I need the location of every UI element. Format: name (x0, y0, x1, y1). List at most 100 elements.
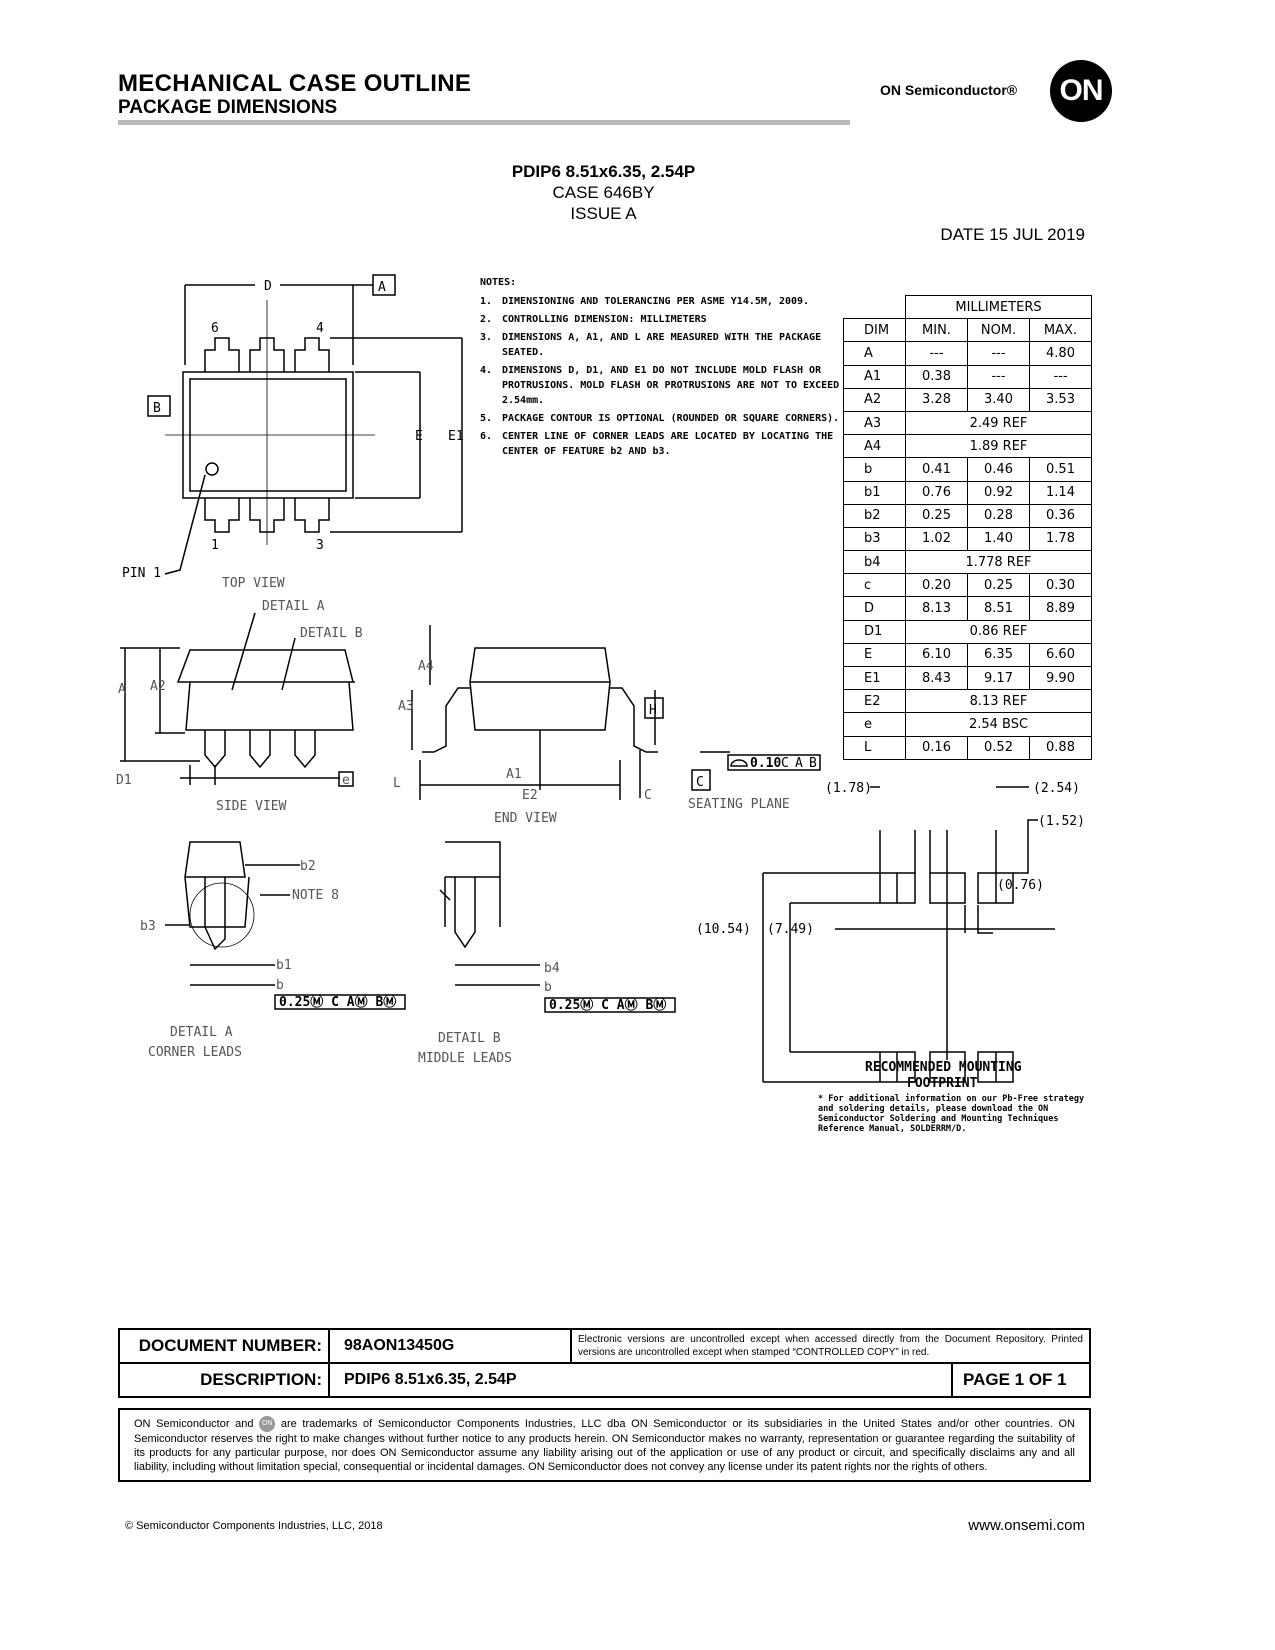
dim-e2: E2 (522, 788, 538, 803)
dim-value: 8.43 (905, 665, 968, 691)
dim-value: 0.16 (905, 735, 968, 760)
detail-b-subtitle: MIDDLE LEADS (418, 1051, 512, 1066)
unit-header: MILLIMETERS (905, 294, 1092, 320)
dim-value: 1.40 (967, 526, 1030, 552)
dim-value: 0.20 (905, 573, 968, 598)
dim-value: 0.76 (905, 480, 968, 505)
detail-b-callout: DETAIL B (300, 626, 363, 641)
dim-name: A4 (843, 434, 906, 459)
dim-name: c (843, 573, 906, 598)
dim-name: A (843, 341, 906, 366)
dim-value: 6.35 (967, 642, 1030, 668)
dim-value: 1.14 (1029, 480, 1092, 505)
dim-value: 0.51 (1029, 457, 1092, 482)
note-text: CENTER LINE OF CORNER LEADS ARE LOCATED … (502, 431, 834, 457)
top-view-title: TOP VIEW (222, 576, 285, 591)
note-number: 5. (480, 413, 493, 424)
brand-name: ON Semiconductor® (880, 82, 1018, 98)
dim-a-side: A (118, 682, 126, 697)
note-text: DIMENSIONS A, A1, AND L ARE MEASURED WIT… (502, 332, 822, 358)
description-label: DESCRIPTION: (120, 1364, 330, 1398)
note-item: 2.CONTROLLING DIMENSION: MILLIMETERS (480, 312, 840, 327)
fp-outer-span: (10.54) (696, 922, 751, 937)
dim-name: b2 (843, 503, 906, 528)
doc-number-label: DOCUMENT NUMBER: (120, 1330, 330, 1362)
pin-1-callout: PIN 1 (122, 566, 161, 581)
datum-b: B (153, 401, 161, 416)
website-link[interactable]: www.onsemi.com (968, 1517, 1085, 1534)
note-text: PACKAGE CONTOUR IS OPTIONAL (ROUNDED OR … (502, 413, 840, 424)
dim-value: 1.02 (905, 526, 968, 552)
fp-title: RECOMMENDED MOUNTING (865, 1060, 1022, 1075)
dim-value: 3.28 (905, 387, 968, 412)
note-item: 1. DIMENSIONING AND TOLERANCING PER ASME … (480, 294, 840, 309)
table-header-row: MILLIMETERS (843, 294, 1092, 320)
dim-name: b1 (843, 480, 906, 505)
detail-a-subtitle: CORNER LEADS (148, 1045, 242, 1060)
dim-b: b (276, 978, 284, 993)
end-view: A4 A3 H L A1 E2 C C SEATING PLANE END VI… (393, 625, 821, 826)
issue: ISSUE A (570, 204, 637, 223)
dim-value: 0.38 (905, 364, 968, 389)
legal-text-b: are trademarks of Semiconductor Componen… (134, 1417, 1075, 1473)
fp-pad-width: (1.52) (1038, 814, 1085, 829)
dim-c: C (644, 788, 652, 803)
note-item: 4.DIMENSIONS D, D1, AND E1 DO NOT INCLUD… (480, 363, 840, 408)
dim-value: --- (1029, 364, 1092, 389)
note-item: 6.CENTER LINE OF CORNER LEADS ARE LOCATE… (480, 429, 840, 459)
dim-value: 0.30 (1029, 573, 1092, 598)
dim-a3: A3 (398, 699, 414, 714)
disclaimer: Electronic versions are uncontrolled exc… (570, 1330, 1089, 1362)
dim-name: D1 (843, 619, 906, 644)
dim-l: L (393, 776, 401, 791)
dim-value: --- (967, 341, 1030, 366)
detail-a: b2 NOTE 8 b3 b1 b 0.25Ⓜ C AⓂ BⓂ DETAIL A… (140, 841, 406, 1060)
dim-name: A3 (843, 410, 906, 436)
dim-ref-value: 1.89 REF (905, 434, 1092, 459)
fp-pitch: (2.54) (1033, 781, 1080, 796)
dim-e1: E1 (448, 429, 464, 444)
dim-name: b3 (843, 526, 906, 552)
fp-inner-span: (7.49) (767, 922, 814, 937)
dim-a4: A4 (418, 659, 434, 674)
dim-value: 0.25 (967, 573, 1030, 598)
note-item: 3. DIMENSIONS A, A1, AND L ARE MEASURED W… (480, 330, 840, 360)
note-item: 5. PACKAGE CONTOUR IS OPTIONAL (ROUNDED O… (480, 411, 840, 426)
on-mini-logo: ON (259, 1416, 276, 1432)
dim-value: --- (905, 341, 968, 366)
dim-value: 0.46 (967, 457, 1030, 482)
note-text: DIMENSIONING AND TOLERANCING PER ASME Y1… (502, 296, 810, 307)
note-number: 1. (480, 296, 493, 307)
column-header: MAX. (1029, 318, 1092, 343)
description: PDIP6 8.51x6.35, 2.54P (344, 1371, 517, 1388)
dim-ref-value: 2.49 REF (905, 410, 1092, 436)
dim-name: L (843, 735, 906, 760)
doc-number: 98AON13450G (344, 1337, 455, 1354)
date: DATE 15 JUL 2019 (940, 225, 1085, 244)
dim-value: 0.28 (967, 503, 1030, 528)
note-number: 3. (480, 332, 493, 343)
table-row: A------4.80 (843, 341, 1092, 366)
dim-value: 0.88 (1029, 735, 1092, 760)
dim-b3: b3 (140, 919, 156, 934)
dim-value: 1.78 (1029, 526, 1092, 552)
detail-a-title: DETAIL A (170, 1025, 233, 1040)
dim-name: b4 (843, 550, 906, 575)
package-name: PDIP6 8.51x6.35, 2.54P (511, 162, 696, 181)
dim-value: 4.80 (1029, 341, 1092, 366)
dim-ref-value: 8.13 REF (905, 689, 1092, 714)
dim-d: D (264, 279, 272, 294)
detail-a-callout: DETAIL A (262, 599, 325, 614)
pin-4-label: 4 (316, 321, 324, 336)
table-corner (843, 295, 906, 320)
